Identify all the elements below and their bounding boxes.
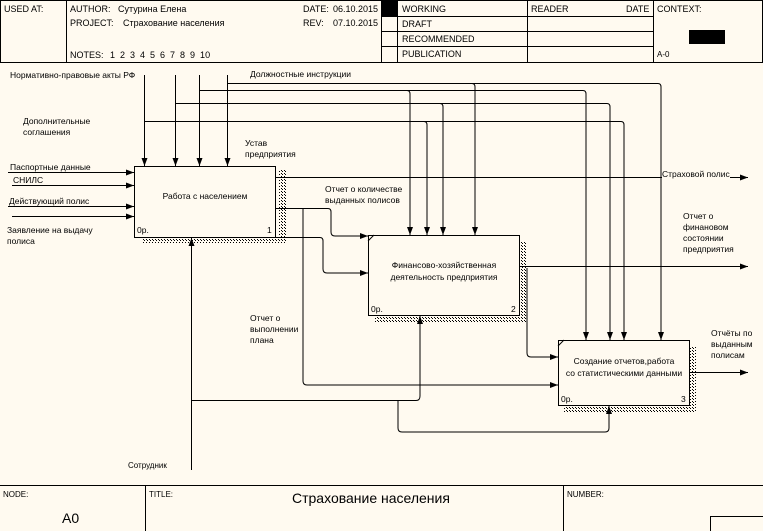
box-2-number: 2 <box>511 304 516 314</box>
node-label: NODE: <box>3 490 29 499</box>
rev-label: REV: <box>303 18 324 28</box>
label-policy-reports: Отчёты по выданным полисам <box>711 328 753 360</box>
context-label: CONTEXT: <box>657 4 702 14</box>
footer-frame <box>0 485 763 531</box>
box-2-title[interactable]: Финансово-хозяйственная деятельность пре… <box>390 260 498 282</box>
context-marker <box>689 30 725 44</box>
box-1-shadow <box>279 170 286 238</box>
arrow-output-to-box2-b <box>276 237 368 276</box>
project-label: PROJECT: <box>70 18 114 28</box>
reader-date-label: DATE <box>626 4 650 14</box>
box-3-cost: 0р. <box>561 394 573 404</box>
author-value: Сутурина Елена <box>118 4 187 14</box>
project-value: Страхование населения <box>123 18 225 28</box>
label-laws: Нормативно-правовые акты РФ <box>10 70 136 80</box>
notes-label: NOTES: <box>70 50 104 60</box>
label-plan-report: Отчет о выполнении плана <box>250 313 299 345</box>
label-employee: Сотрудник <box>128 461 167 470</box>
status-draft: DRAFT <box>402 19 432 29</box>
arrow-control-box3-b <box>400 103 613 340</box>
arrow-control-box3-d <box>400 83 664 340</box>
date-value: 06.10.2015 <box>333 4 379 14</box>
rev-value: 07.10.2015 <box>333 18 379 28</box>
arrow-plan-report <box>302 208 558 388</box>
box-3-title[interactable]: Создание отчетов,работа со статистически… <box>565 356 683 378</box>
number-label: NUMBER: <box>567 490 604 499</box>
label-passport-data: Паспортные данные <box>10 162 91 172</box>
arrow-box2-to-box3 <box>526 268 558 360</box>
used-at-label: USED AT: <box>4 4 44 14</box>
label-application: Заявление на выдачу полиса <box>7 225 93 246</box>
notes-values: 1 2 3 4 5 6 7 8 9 10 <box>110 50 211 60</box>
status-recommended: RECOMMENDED <box>402 34 475 44</box>
context-node: A-0 <box>657 50 670 59</box>
label-job-instructions: Должностные инструкции <box>250 69 352 79</box>
box-2-shadow <box>520 242 527 320</box>
box-3-shadow-bottom <box>564 405 696 412</box>
box-3-shadow <box>689 346 696 412</box>
status-working: WORKING <box>402 4 446 14</box>
arrow-output-count-report <box>276 208 368 239</box>
activity-box-2 <box>368 235 520 316</box>
box-1-shadow-bottom <box>142 237 286 243</box>
label-charter: Устав предприятия <box>245 138 296 159</box>
arrow-mechanism-box3 <box>397 401 612 433</box>
label-financial-report: Отчет о финановом состоянии предприятия <box>683 211 734 254</box>
box-3-number: 3 <box>681 394 686 404</box>
label-snils: СНИЛС <box>13 175 44 185</box>
box-1-cost: 0р. <box>137 225 149 235</box>
author-label: AUTHOR: <box>70 4 111 14</box>
label-policy-count-report: Отчет о количестве выданных полисов <box>325 184 403 205</box>
box-1-title[interactable]: Работа с населением <box>162 191 248 201</box>
box-2-shadow-bottom <box>375 316 527 322</box>
label-insurance-policy: Страховой полис <box>662 169 730 180</box>
box-2-cost: 0р. <box>371 304 383 314</box>
diagram-title: Страхование населения <box>292 490 450 506</box>
box-1-number: 1 <box>267 225 272 235</box>
status-publication: PUBLICATION <box>402 49 462 59</box>
working-status-marker <box>382 1 397 16</box>
arrow-control-box3-a <box>400 90 589 340</box>
node-value: A0 <box>62 510 80 526</box>
title-label: TITLE: <box>149 490 174 499</box>
activity-box-3 <box>558 340 690 406</box>
activity-box-1 <box>134 166 276 238</box>
date-label: DATE: <box>303 4 329 14</box>
reader-label: READER <box>531 4 569 14</box>
label-additional-agreements: Дополнительные соглашения <box>23 116 91 137</box>
label-current-policy: Действующий полис <box>9 196 90 206</box>
arrow-mechanism-box2 <box>192 316 423 401</box>
arrow-control-box3-c <box>400 121 627 340</box>
